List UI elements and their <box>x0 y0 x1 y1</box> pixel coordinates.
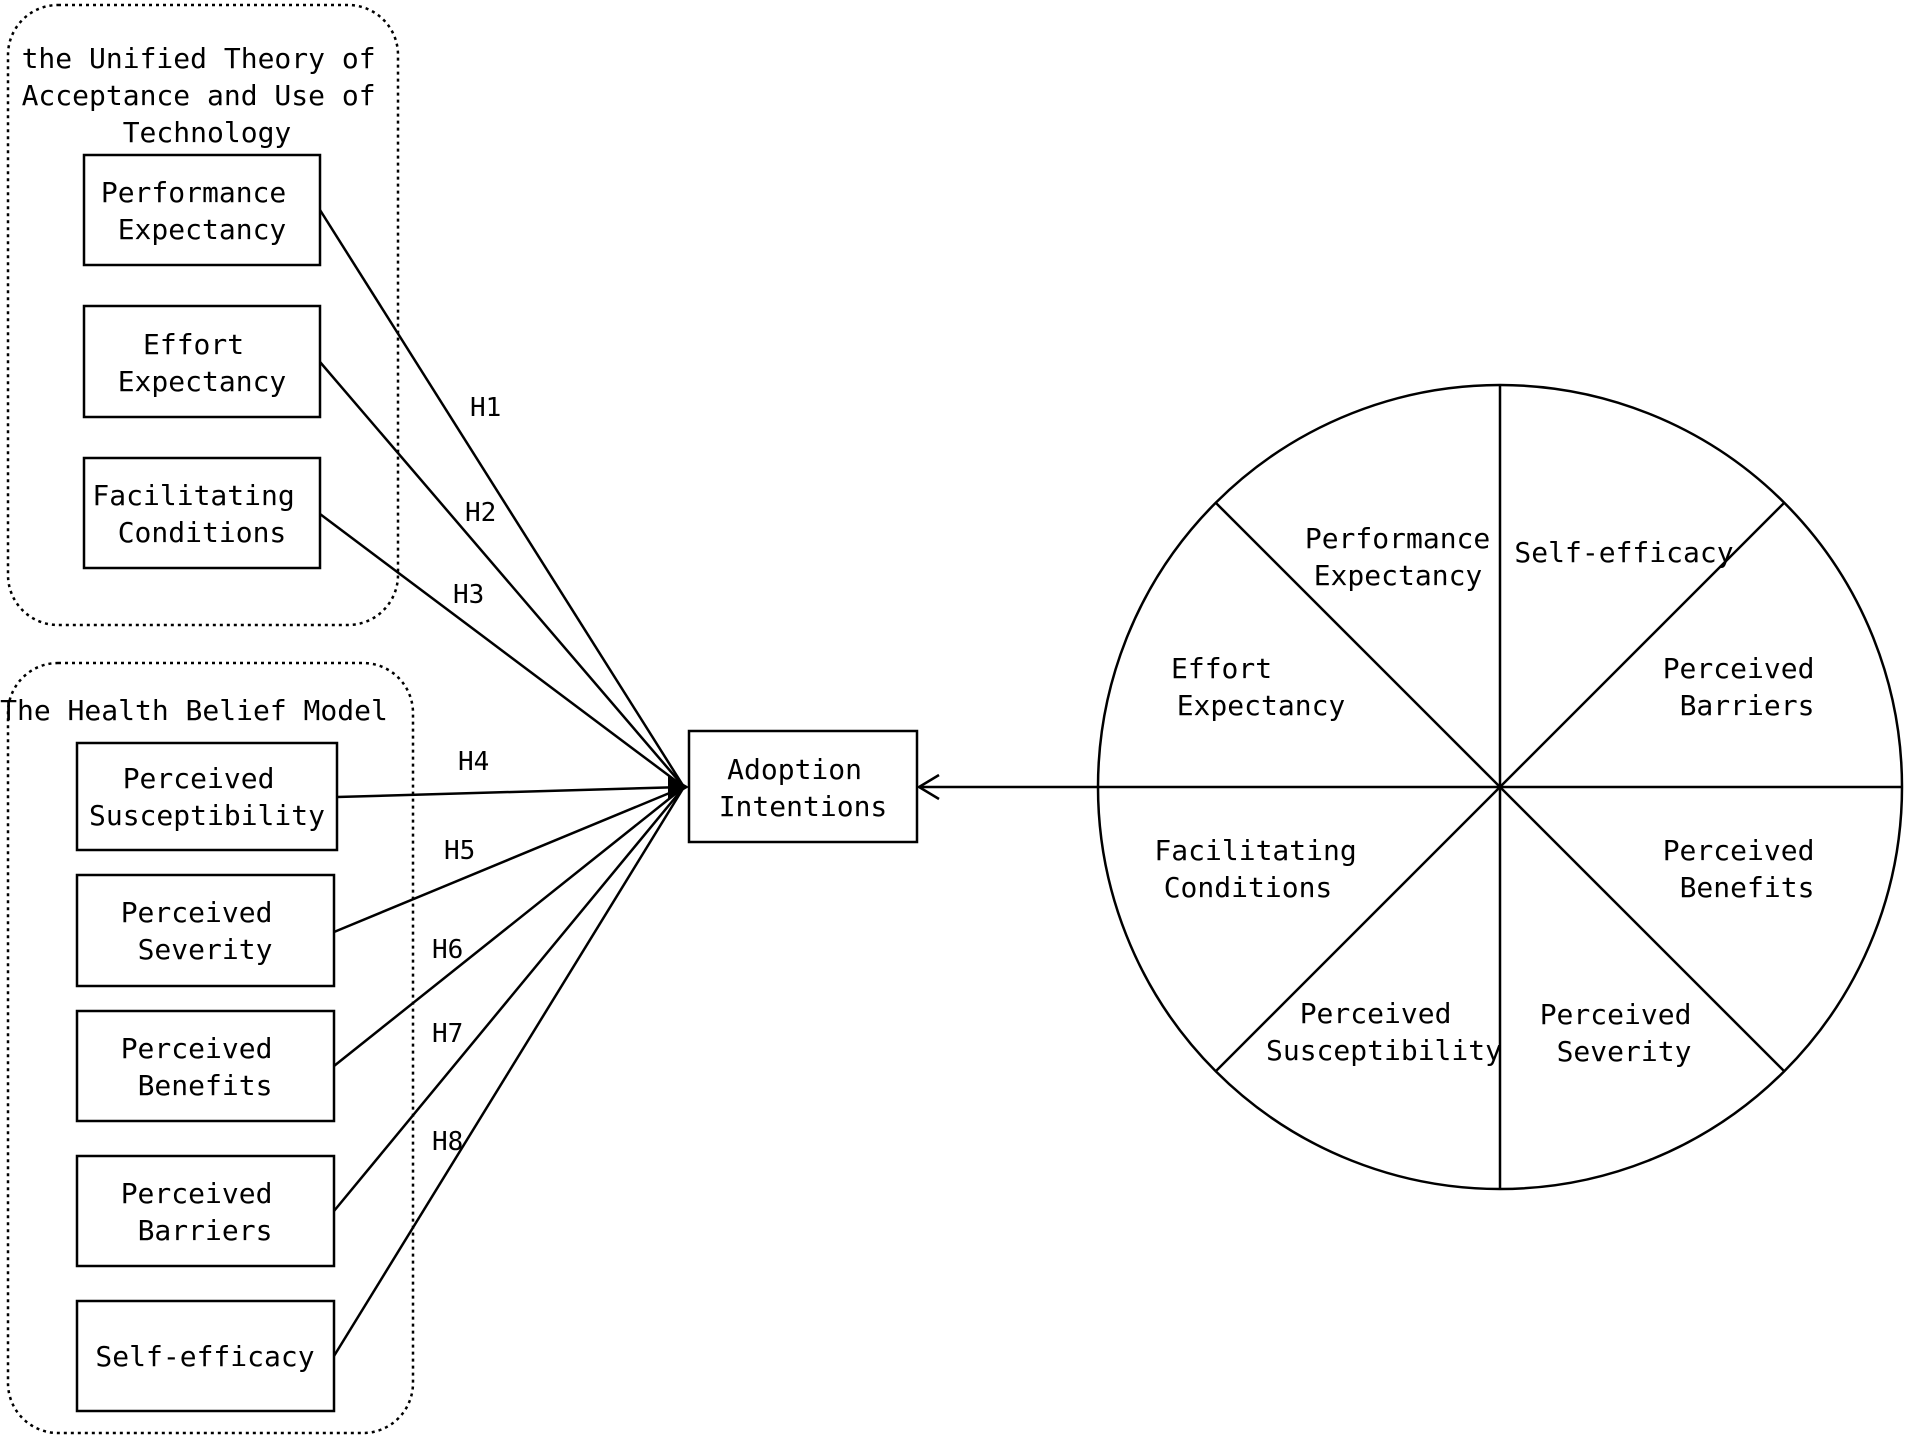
construct-self-efficacy: Self-efficacy <box>75 1299 336 1413</box>
hbm-group-container <box>6 661 415 1435</box>
path-h6 <box>333 786 685 1067</box>
segment-perceived-benefits: Perceived Benefits <box>1663 834 1832 904</box>
segment-perceived-susceptibility: Perceived Susceptibility <box>1266 997 1502 1067</box>
construct-facilitating-conditions: Facilitating Conditions <box>82 456 322 570</box>
circle-dividers <box>1098 385 1902 1189</box>
arrowhead-left-inputs <box>668 775 689 799</box>
svg-text:Performance Expectancy: Performance Expectancy <box>101 176 303 246</box>
arrow-circle-to-outcome <box>916 773 1099 801</box>
path-h3 <box>319 513 685 788</box>
construct-perceived-barriers: Perceived Barriers <box>75 1154 336 1268</box>
segment-perceived-barriers: Perceived Barriers <box>1663 652 1832 722</box>
utaut-title: the Unified Theory of Acceptance and Use… <box>22 42 393 149</box>
path-h1 <box>318 209 686 788</box>
construct-perceived-susceptibility: Perceived Susceptibility <box>75 741 339 852</box>
path-h8 <box>332 786 686 1357</box>
path-h5 <box>333 785 685 934</box>
hypothesis-label-h3: H3 <box>453 580 484 610</box>
path-h7 <box>333 786 685 1212</box>
segment-perceived-severity: Perceived Severity <box>1540 998 1709 1068</box>
path-h4 <box>336 785 685 799</box>
hypothesis-label-h5: H5 <box>444 836 475 866</box>
hypothesis-label-h7: H7 <box>432 1019 463 1049</box>
outcome-adoption-intentions: Adoption Intentions <box>687 729 919 844</box>
segment-self-efficacy: Self-efficacy <box>1514 536 1733 569</box>
svg-text:Perceived Severity: Perceived Severity <box>121 896 290 966</box>
hypothesis-label-h8: H8 <box>432 1127 463 1157</box>
construct-performance-expectancy: Performance Expectancy <box>82 153 322 267</box>
construct-perceived-benefits: Perceived Benefits <box>75 1009 336 1123</box>
path-h2 <box>319 361 685 788</box>
hypothesis-label-h4: H4 <box>458 747 489 777</box>
svg-text:Adoption Intentions: Adoption Intentions <box>719 753 888 823</box>
segment-effort-expectancy: Effort Expectancy <box>1171 652 1345 722</box>
hypothesis-label-h1: H1 <box>470 393 501 423</box>
segment-facilitating-conditions: Facilitating Conditions <box>1154 834 1373 904</box>
hypothesis-label-h2: H2 <box>465 498 496 528</box>
segment-performance-expectancy: Performance Expectancy <box>1305 522 1507 592</box>
svg-text:Perceived Barriers: Perceived Barriers <box>121 1177 290 1247</box>
svg-text:Perceived Susceptibility: Perceived Susceptibility <box>89 762 325 832</box>
svg-text:Perceived Benefits: Perceived Benefits <box>121 1032 290 1102</box>
svg-text:Effort Expectancy: Effort Expectancy <box>118 328 287 398</box>
svg-text:Facilitating Conditions: Facilitating Conditions <box>92 479 311 549</box>
construct-effort-expectancy: Effort Expectancy <box>82 304 322 419</box>
hbm-title: The Health Belief Model <box>0 694 388 727</box>
hypothesis-label-h6: H6 <box>432 935 463 965</box>
svg-text:Self-efficacy: Self-efficacy <box>95 1340 314 1373</box>
construct-perceived-severity: Perceived Severity <box>75 873 336 988</box>
integrated-model-circle: Performance Expectancy Self-efficacy Per… <box>1096 383 1904 1191</box>
hypothesis-paths <box>318 209 686 1357</box>
